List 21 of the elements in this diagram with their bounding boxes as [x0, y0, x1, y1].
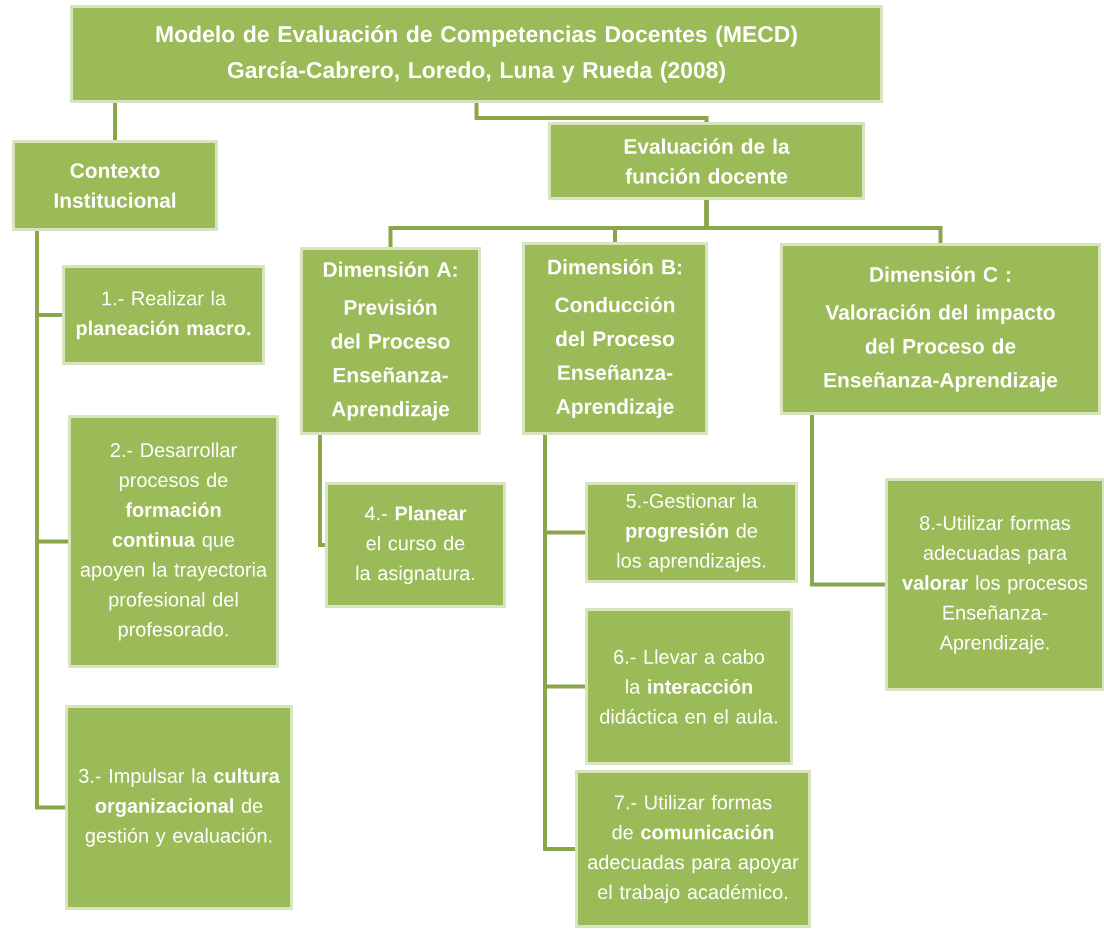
connector-line [318, 435, 325, 547]
text-box: Contexto Institucional [12, 140, 218, 231]
text-box: 1.- Realizar la planeación macro. [62, 265, 265, 365]
text-box: 4.- Planear el curso de la asignatura. [325, 482, 506, 608]
title-box: Modelo de Evaluación de Competencias Docentes (MECD) García-Cabrero, Loredo, Luna y Rueda (2008) [70, 5, 883, 103]
connector-line [810, 415, 885, 587]
connector-line [474, 103, 709, 122]
text-box: 5.-Gestionar la progresión de los aprendizajes. [585, 482, 798, 583]
text-box: 8.-Utilizar formas adecuadas para valorar los procesos Enseñanza-Aprendizaje. [885, 478, 1104, 691]
text-box: 2.- Desarrollar procesos de formación continua que apoyen la trayectoria profesional del profesorado. [68, 415, 279, 668]
text-box: 6.- Llevar a cabo la interacción didáctica en el aula. [585, 608, 793, 765]
connector-line [704, 200, 943, 243]
connector-line [113, 103, 117, 140]
connector-line [543, 435, 575, 851]
connector-line [35, 231, 65, 810]
text-box: 3.- Impulsar la cultura organizacional de gestión y evaluación. [65, 705, 293, 910]
text-box: Dimensión B: Conducción del Proceso Enseñanza-Aprendizaje [522, 242, 708, 435]
text-box: Dimensión A: Previsión del Proceso Enseñanza-Aprendizaje [300, 247, 481, 435]
text-box: 7.- Utilizar formas de comunicación adecuadas para apoyar el trabajo académico. [575, 770, 811, 928]
text-box: Evaluación de la función docente [548, 122, 865, 200]
text-box: Dimensión C : Valoración del impacto del Proceso de Enseñanza-Aprendizaje [780, 243, 1101, 415]
